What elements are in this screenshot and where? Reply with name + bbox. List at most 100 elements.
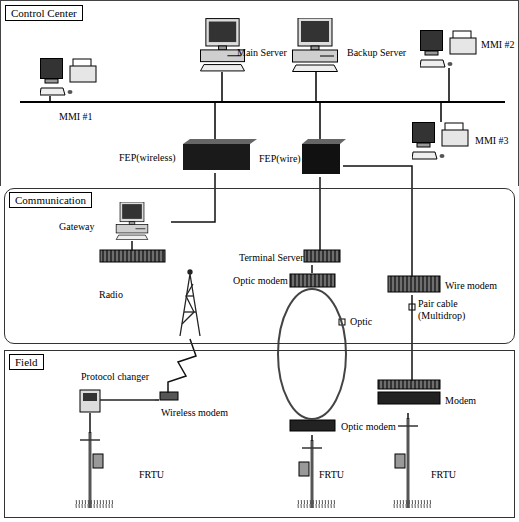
device-node: FEP(wireless) xyxy=(117,143,253,173)
fep-boxes xyxy=(183,139,346,174)
crossarm xyxy=(398,425,418,427)
device-node: MMI #2 xyxy=(419,29,517,73)
tower-bar xyxy=(186,295,194,296)
gateway-icon xyxy=(116,202,148,240)
region-heading: Communication xyxy=(9,192,92,208)
device-label: Protocol changer xyxy=(81,371,149,383)
device-node: Backup Server xyxy=(293,17,415,73)
device-label: Backup Server xyxy=(347,47,406,59)
modem-rack xyxy=(378,380,440,389)
fep-box xyxy=(183,144,250,170)
device-node: FRTU xyxy=(401,419,473,515)
region-band: FieldProtocol changerModemWireless modem… xyxy=(4,350,515,518)
ground xyxy=(74,500,114,508)
device-node: MMI #3 xyxy=(411,121,515,165)
optic-ring xyxy=(278,289,346,419)
crossarm xyxy=(302,447,322,449)
fep-top xyxy=(302,139,346,144)
pole xyxy=(407,418,410,508)
frtu-cabinet xyxy=(395,454,405,468)
device-node: Terminal Server xyxy=(239,251,343,265)
region-band: Control CenterMain ServerBackup ServerMM… xyxy=(0,0,519,186)
ground xyxy=(296,500,336,508)
frtu-cabinet xyxy=(299,462,309,476)
device-label: MMI #1 xyxy=(59,111,93,123)
cable-connector xyxy=(311,435,313,441)
device-label: Wireless modem xyxy=(161,407,228,419)
crossarm xyxy=(80,439,100,441)
modem-box xyxy=(378,392,440,404)
optic-modem-box xyxy=(290,420,335,431)
device-label: Gateway xyxy=(59,221,95,233)
device-label: FEP(wireless) xyxy=(119,152,176,164)
device-label: Optic modem xyxy=(233,275,288,287)
wire-modem-box xyxy=(388,276,440,292)
region-heading: Control Center xyxy=(5,5,83,21)
device-label: Wire modem xyxy=(445,280,497,292)
fep-top xyxy=(183,139,257,144)
device-node: FEP(wire) xyxy=(257,143,343,177)
protocol-changer-device xyxy=(80,390,100,412)
pole xyxy=(89,432,92,508)
frtu-poles xyxy=(74,418,432,508)
mmi-icon xyxy=(40,59,96,96)
device-node: Protocol changer xyxy=(79,371,155,413)
device-node: FRTU xyxy=(85,433,166,515)
mmi-icon xyxy=(412,123,468,160)
mmi-icon xyxy=(420,31,476,68)
device-node: Modem xyxy=(377,381,487,413)
tower-top xyxy=(188,270,192,274)
device-screen xyxy=(83,393,97,401)
cable-connector xyxy=(311,265,313,273)
device-label: FRTU xyxy=(319,469,344,481)
device-label: Optic modem xyxy=(341,421,396,433)
device-label: FRTU xyxy=(431,469,456,481)
optic-modem-box xyxy=(290,274,335,287)
drop-line xyxy=(49,96,51,102)
device-label: FEP(wire) xyxy=(259,153,301,165)
drop-line xyxy=(319,102,321,142)
wireless-modem-box xyxy=(160,392,178,400)
device-label: MMI #2 xyxy=(481,39,515,51)
frtu-cabinet xyxy=(93,454,103,468)
pole xyxy=(311,440,314,508)
tower-legs xyxy=(180,274,200,336)
terminal-rack xyxy=(304,250,340,262)
cable-connector xyxy=(171,173,215,222)
main-server-icon xyxy=(200,19,244,71)
drop-line xyxy=(315,72,317,102)
device-label: Main Server xyxy=(237,47,287,59)
device-node: Radio xyxy=(93,251,205,339)
device-node: Optic modem xyxy=(233,273,343,289)
fep-box xyxy=(302,144,340,174)
radio-link xyxy=(168,339,196,393)
ground xyxy=(392,500,432,508)
workstation-icons xyxy=(40,18,476,240)
device-node: FRTU xyxy=(293,441,357,515)
cable-connector xyxy=(343,166,412,277)
region-heading: Field xyxy=(9,354,44,370)
racks xyxy=(100,250,440,431)
tower-lattice xyxy=(182,284,194,324)
drop-line xyxy=(221,72,223,102)
serial-wire xyxy=(100,399,155,400)
device-node: Main Server xyxy=(199,17,291,73)
cable-connector xyxy=(131,241,133,251)
device-label: Radio xyxy=(99,289,123,301)
device-label: MMI #3 xyxy=(475,135,509,147)
cable-connector xyxy=(89,413,91,433)
device-label: Modem xyxy=(445,395,476,407)
drop-line xyxy=(214,102,216,142)
bus-line xyxy=(20,101,505,103)
device-node: Wire modem xyxy=(387,277,513,295)
cable-connector xyxy=(407,413,409,419)
drop-line xyxy=(448,68,450,102)
device-node: Optic modem xyxy=(289,419,398,435)
radio-rack xyxy=(100,250,165,262)
drop-line xyxy=(440,102,442,122)
cable-label: Optic xyxy=(350,316,372,328)
cable-connector xyxy=(155,399,159,401)
device-node: Wireless modem xyxy=(159,393,235,423)
cable-label: Pair cable (Multidrop) xyxy=(418,298,476,322)
